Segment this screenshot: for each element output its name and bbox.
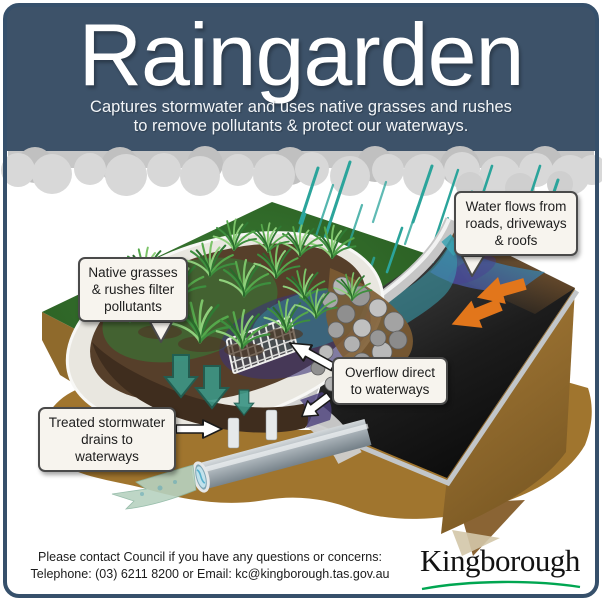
callout-pointers: [149, 255, 485, 343]
contact-info: Please contact Council if you have any q…: [10, 549, 410, 584]
rock-cluster: [310, 276, 408, 397]
subtitle-line-2: to remove pollutants & protect our water…: [133, 117, 469, 136]
native-grasses-pointer-icon: [149, 321, 173, 343]
cloud-band: [1, 146, 602, 203]
callout-treated-stormwater: Treated stormwater drains to waterways: [38, 407, 176, 472]
subtitle-line-1: Captures stormwater and uses native gras…: [90, 98, 512, 116]
green-arc-icon: [421, 580, 581, 591]
logo-text: Kingborough: [420, 543, 580, 578]
contact-line-2: Telephone: (03) 6211 8200 or Email: kc@k…: [30, 567, 390, 582]
header-banner: Raingarden Captures stormwater and uses …: [5, 5, 597, 151]
callout-water-flows: Water flows from roads, driveways & roof…: [454, 191, 578, 256]
callout-native-grasses: Native grasses & rushes filter pollutant…: [78, 257, 188, 322]
kingborough-logo: Kingborough: [420, 543, 585, 593]
callout-overflow: Overflow direct to waterways: [332, 357, 448, 405]
water-flows-pointer-icon: [461, 255, 485, 277]
soil-mounds: [138, 325, 303, 357]
treated-water-splash: [111, 464, 197, 510]
contact-line-1: Please contact Council if you have any q…: [38, 550, 382, 564]
outlet-pipe: [111, 409, 372, 510]
page-title: Raingarden: [78, 5, 525, 104]
